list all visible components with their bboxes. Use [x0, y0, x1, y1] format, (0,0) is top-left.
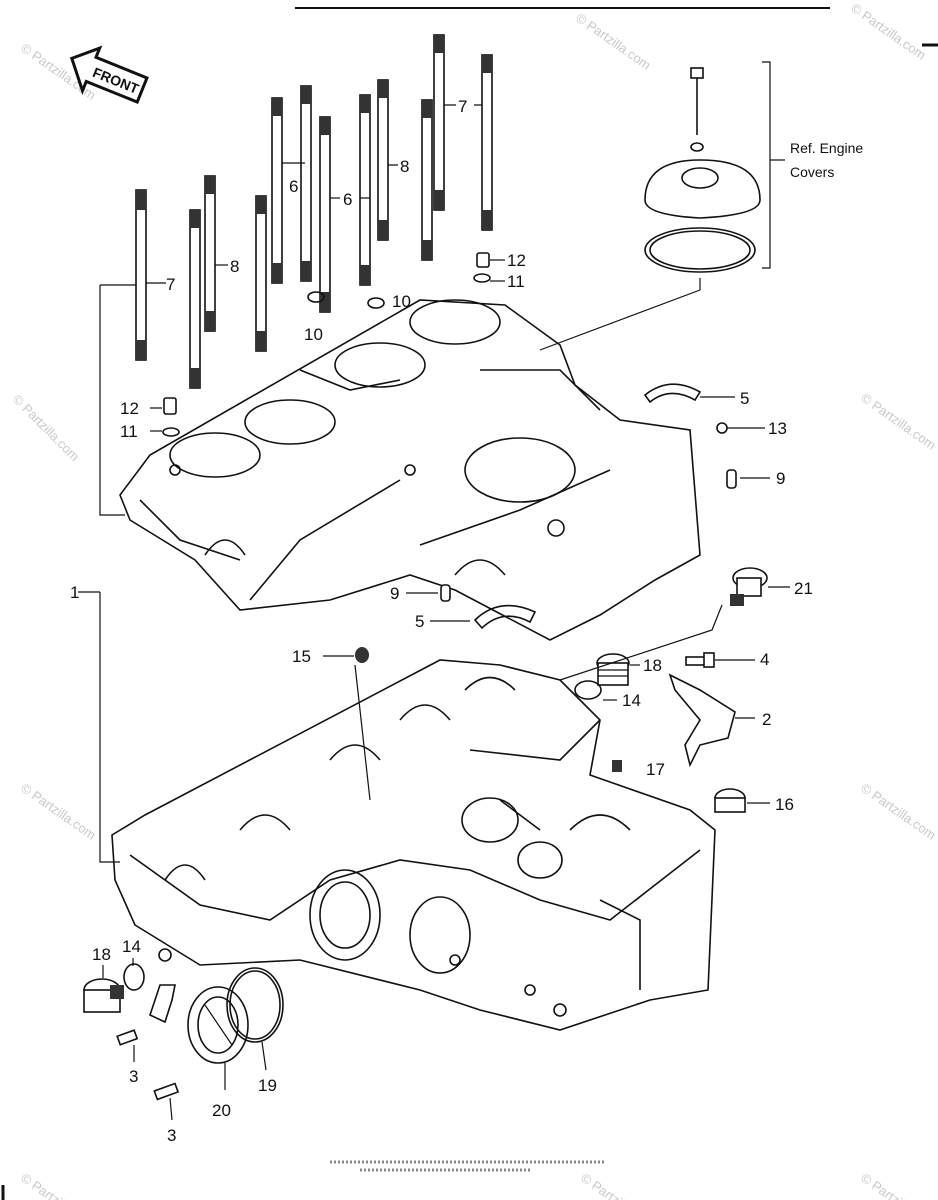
clamp — [149, 984, 176, 1024]
callout-14: 14 — [622, 691, 641, 710]
callout-labels: 1 2 3 3 4 5 5 6 6 7 7 8 8 9 9 10 10 11 1… — [70, 97, 863, 1145]
callout-10: 10 — [304, 325, 323, 344]
callout-16: 16 — [775, 795, 794, 814]
reference-note-line1: Ref. Engine — [790, 140, 863, 156]
drain-plug — [83, 978, 124, 1013]
callout-2: 2 — [762, 710, 771, 729]
grommet — [355, 647, 369, 663]
watermark-text: © Partzilla.com — [10, 392, 83, 465]
callout-5: 5 — [740, 389, 749, 408]
watermark-text: © Partzilla.com — [858, 1170, 938, 1200]
oil-pressure-switch — [730, 567, 768, 606]
cap-plug — [714, 788, 746, 813]
stud — [377, 79, 389, 241]
stud — [433, 34, 445, 211]
stud — [135, 189, 147, 361]
callout-15: 15 — [292, 647, 311, 666]
dowel-pin — [726, 469, 737, 489]
watermark-text: © Partzilla.com — [858, 390, 938, 453]
engine-cover-reference — [539, 61, 785, 351]
bearing-insert — [643, 383, 702, 404]
callout-3: 3 — [129, 1067, 138, 1086]
watermark-text: © Partzilla.com — [858, 780, 938, 843]
callout-20: 20 — [212, 1101, 231, 1120]
stud — [255, 195, 267, 352]
watermark-text: © Partzilla.com — [578, 1170, 658, 1200]
bolt — [685, 652, 715, 668]
strainer-cover — [187, 986, 249, 1064]
callout-6: 6 — [343, 190, 352, 209]
callout-7: 7 — [166, 275, 175, 294]
lower-crankcase — [111, 659, 716, 1031]
callout-14: 14 — [122, 937, 141, 956]
washer — [162, 427, 180, 437]
o-ring — [307, 291, 325, 303]
footer-fineprint — [330, 1160, 605, 1172]
bolt — [153, 1082, 180, 1101]
o-ring — [226, 967, 284, 1043]
watermark-text: © Partzilla.com — [18, 780, 98, 843]
bearing-insert — [473, 604, 537, 630]
stud — [189, 209, 201, 389]
stud — [481, 54, 493, 231]
callout-21: 21 — [794, 579, 813, 598]
stud-bolts — [135, 34, 493, 389]
collar — [476, 252, 490, 268]
bracket — [668, 673, 736, 768]
leader-lines — [78, 104, 790, 1121]
upper-crankcase — [119, 299, 701, 641]
stud — [421, 99, 433, 261]
stud — [300, 85, 312, 282]
steel-ball — [716, 422, 728, 434]
small-parts — [83, 252, 768, 1101]
gasket-ring — [123, 963, 145, 991]
drain-plug — [596, 653, 630, 686]
callout-6: 6 — [289, 177, 298, 196]
callout-8: 8 — [400, 157, 409, 176]
stud — [359, 94, 371, 286]
callout-8: 8 — [230, 257, 239, 276]
plug-small — [612, 760, 622, 772]
stud — [204, 175, 216, 332]
reference-note-line2: Covers — [790, 164, 834, 180]
callout-11: 11 — [507, 272, 525, 291]
callout-18: 18 — [92, 945, 111, 964]
callout-18: 18 — [643, 656, 662, 675]
callout-13: 13 — [768, 419, 787, 438]
callout-1: 1 — [70, 583, 79, 602]
o-ring — [367, 297, 385, 309]
callout-12: 12 — [120, 399, 139, 418]
callout-3: 3 — [167, 1126, 176, 1145]
callout-9: 9 — [776, 469, 785, 488]
gasket-ring — [574, 680, 602, 700]
callout-17: 17 — [646, 760, 665, 779]
callout-5: 5 — [415, 612, 424, 631]
stud — [319, 116, 331, 313]
callout-10: 10 — [392, 292, 411, 311]
washer — [473, 273, 491, 283]
dowel-pin — [440, 584, 451, 602]
watermark-text: © Partzilla.com — [573, 10, 653, 73]
bolt — [116, 1029, 139, 1046]
watermark-text: © Partzilla.com — [848, 0, 928, 63]
callout-4: 4 — [760, 650, 769, 669]
stud — [271, 97, 283, 284]
callout-11: 11 — [120, 422, 138, 441]
watermark-text: © Partzilla.com — [18, 1170, 98, 1200]
callout-9: 9 — [390, 584, 399, 603]
callout-7: 7 — [458, 97, 467, 116]
callout-12: 12 — [507, 251, 526, 270]
callout-19: 19 — [258, 1076, 277, 1095]
collar — [163, 397, 177, 415]
